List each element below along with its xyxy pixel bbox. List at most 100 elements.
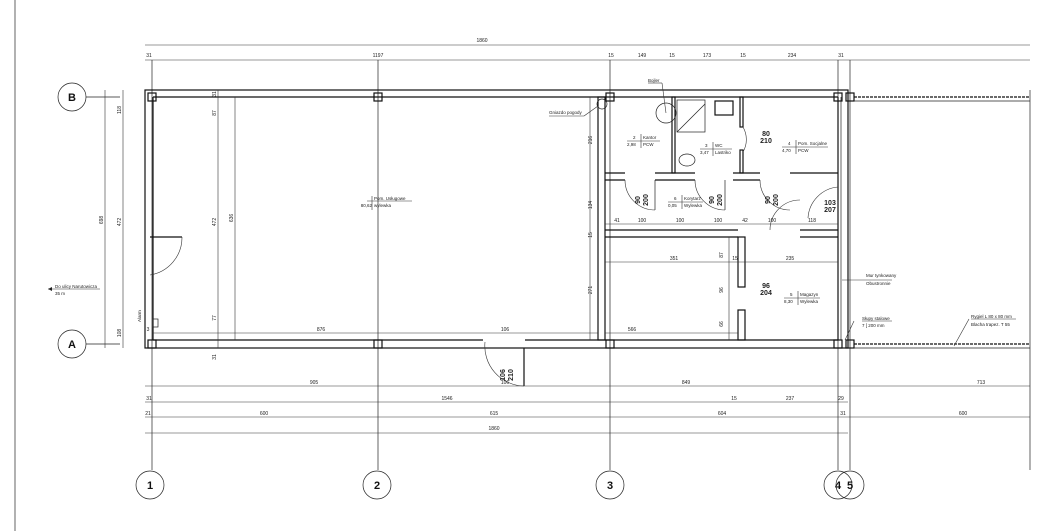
dimension-label: 200 xyxy=(773,194,780,206)
dimension-label: 8,30 xyxy=(784,299,793,304)
dimension-label: 234 xyxy=(788,53,797,59)
dimension-label: 29 xyxy=(838,396,844,402)
dimension-label: 210 xyxy=(508,369,515,381)
room-label-1: Pom. Usługowe 80,62 wylewka xyxy=(361,196,412,210)
dimension-label: wylewka xyxy=(374,203,392,208)
dimension-label: 3 xyxy=(705,143,708,148)
dimension-label: Magazyn xyxy=(800,292,819,297)
sink-icon xyxy=(714,100,734,116)
dimension-label: 90 xyxy=(709,196,716,204)
dimension-label: 149 xyxy=(638,53,647,59)
dimension-label: 90 xyxy=(635,196,642,204)
dimension-label: 15 xyxy=(731,396,737,402)
dimension-label: 566 xyxy=(628,327,637,333)
dimension-label: 31 xyxy=(212,354,218,360)
bottom-dimensions: 905 106 849 713 31 1546 15 237 29 21 600… xyxy=(145,380,1030,434)
dimension-label: 876 xyxy=(317,327,326,333)
dimension-label: 15 xyxy=(608,53,614,59)
dimension-label: 77 xyxy=(212,315,218,321)
dimension-label: 200 xyxy=(643,194,650,206)
dimension-label: 600 xyxy=(959,411,968,417)
dimension-label: 173 xyxy=(703,53,712,59)
dimension-label: 210 xyxy=(760,138,772,145)
dimension-label: 604 xyxy=(718,411,727,417)
dimension-label: 31 xyxy=(146,53,152,59)
dimension-label: Wylewka xyxy=(800,299,818,304)
dimension-label: 1860 xyxy=(488,426,499,432)
dimension-label: 100 xyxy=(676,218,685,224)
dimension-label: PCW xyxy=(643,142,654,147)
dimension-label: 87 xyxy=(212,110,218,116)
dimension-label: 106 xyxy=(501,327,510,333)
axis-3: 3 xyxy=(595,470,625,500)
dimension-label: 106 xyxy=(501,380,510,386)
dimension-label: 35 m xyxy=(55,291,65,296)
dimension-label: 1197 xyxy=(373,53,384,59)
dimension-label: 2 xyxy=(633,135,636,140)
dimension-label: 15 xyxy=(588,232,594,238)
dimension-label: 106 xyxy=(500,369,507,381)
dimension-label: 600 xyxy=(260,411,269,417)
room-label-5: 5 Magazyn 8,30 Wylewka xyxy=(784,291,820,305)
dimension-label: 4 xyxy=(835,480,842,492)
dimension-label: Korytarz xyxy=(684,196,702,201)
axis-4: 4 xyxy=(823,470,853,500)
dimension-label: 118 xyxy=(808,218,816,224)
dimension-label: 1 xyxy=(147,480,153,492)
dimension-label: Do ulicy Narutowicza xyxy=(55,284,98,289)
top-dimensions: 1860 31 1197 15 149 15 173 15 234 31 xyxy=(145,38,1030,61)
axis-B: B xyxy=(57,82,87,112)
axis-1: 1 xyxy=(135,470,165,500)
axis-A: A xyxy=(57,329,87,359)
dimension-label: A xyxy=(68,339,76,351)
axis-2: 2 xyxy=(362,470,392,500)
dimension-label: Blacha trapez. T 55 xyxy=(971,322,1010,327)
drain-icon xyxy=(596,98,608,110)
dimension-label: 3,47 xyxy=(700,150,709,155)
walls xyxy=(144,89,1030,387)
dimension-label: 15 xyxy=(669,53,675,59)
dimension-label: 713 xyxy=(977,380,986,386)
dimension-label: WC xyxy=(715,143,723,148)
dimension-label: 204 xyxy=(760,290,772,297)
dimension-label: 118 xyxy=(117,106,123,114)
dimension-label: 31 xyxy=(146,396,152,402)
dimension-label: 80 xyxy=(762,131,770,138)
dimension-label: Alarm xyxy=(137,310,142,322)
room-label-3: 3 WC 3,47 Lastriko xyxy=(700,142,732,156)
dimension-label: 100 xyxy=(714,218,723,224)
dimension-label: PCW xyxy=(798,148,809,153)
dimension-label: 103 xyxy=(824,200,836,207)
left-dimensions: 698 118 472 108 31 87 472 77 31 636 3 xyxy=(99,90,236,360)
dimension-label: 90 xyxy=(765,196,772,204)
dimension-label: Słupy stalowe xyxy=(862,316,890,321)
dimension-label: 472 xyxy=(212,218,218,227)
dimension-label: B xyxy=(68,92,76,104)
dimension-label: 7 [ 200 mm xyxy=(862,323,885,328)
alarm-icon xyxy=(152,318,159,328)
dimension-label: 472 xyxy=(117,218,123,227)
dimension-label: Lastriko xyxy=(715,150,731,155)
dimension-label: 5 xyxy=(790,292,793,297)
dimension-label: 6 xyxy=(674,196,677,201)
dimension-label: 2,98 xyxy=(627,142,636,147)
dimension-label: 108 xyxy=(117,329,123,338)
dimension-label: 21 xyxy=(145,411,151,417)
dimension-label: 905 xyxy=(310,380,319,386)
dimension-label: Wylewka xyxy=(684,203,702,208)
dimension-label: 0,05 xyxy=(668,203,677,208)
annotations: Bojler Gniazdo pogody Do ulicy Narutowic… xyxy=(48,78,1016,347)
dimension-label: 271 xyxy=(588,286,594,295)
dimension-label: 1546 xyxy=(441,396,452,402)
dimension-label: 237 xyxy=(786,396,795,402)
dimension-label: 1860 xyxy=(476,38,487,44)
dimension-label: 96 xyxy=(762,283,770,290)
dimension-label: 87 xyxy=(719,252,725,258)
toilet-icon xyxy=(678,153,696,167)
dimension-label: 200 xyxy=(717,194,724,206)
dimension-label: Rygiel L 80 x 80 mm xyxy=(971,314,1012,319)
dimension-label: 3 xyxy=(607,480,613,492)
